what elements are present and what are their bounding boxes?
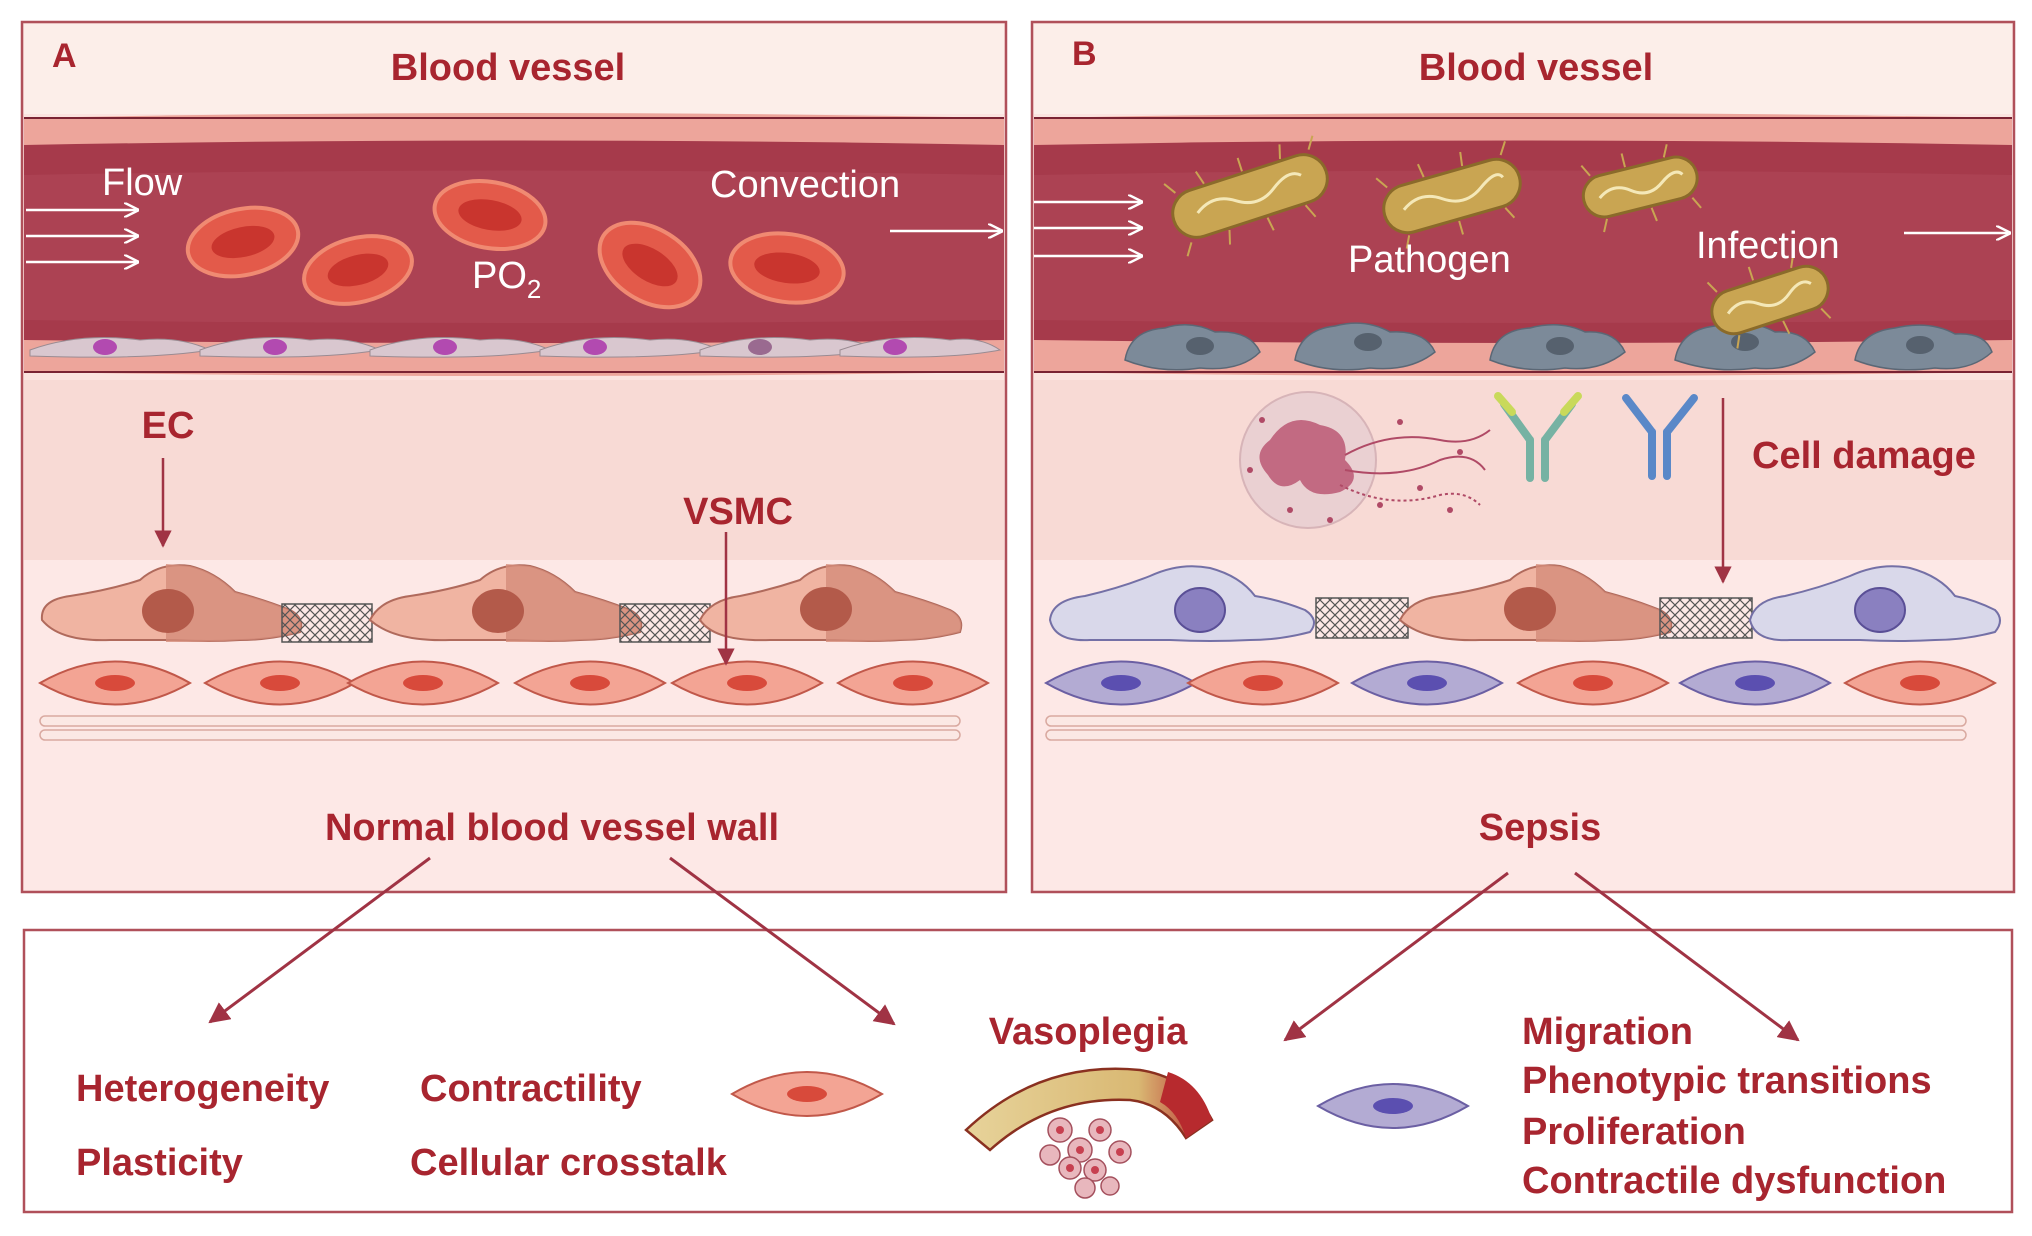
trait-contractile-dysfunction: Contractile dysfunction [1522,1160,1946,1202]
damaged-vsmc-icon [1316,1083,1470,1129]
ec-cell-row-b [1048,564,2001,642]
trait-migration: Migration [1522,1011,1693,1053]
ec-label: EC [142,405,195,447]
vasoplegia-vessel-illustration [964,1067,1214,1199]
convection-label: Convection [710,164,900,206]
flow-arrows-a [26,210,1000,262]
neutrophil-net [1239,391,1491,529]
vsmc-row-a [37,660,991,706]
flow-arrows-b [1034,202,2008,256]
trait-contractility: Contractility [420,1068,642,1110]
damaged-endothelium-b [1124,322,1993,371]
panel-b-caption: Sepsis [1479,807,1602,849]
panel-a: A Blood vessel Flow Convection PO2 EC VS… [20,20,1008,894]
panel-b: B Blood vessel Pathogen Infection Cell d… [1030,20,2016,894]
arrow-sepsis-left [1283,871,1509,1042]
infection-label: Infection [1696,225,1840,267]
trait-cellular-crosstalk: Cellular crosstalk [410,1142,728,1184]
vasoplegia-label: Vasoplegia [989,1011,1188,1053]
vsmc-row-b [1043,660,1998,706]
pathogens [1163,135,1832,349]
endothelial-layer-a [29,337,1002,358]
basement-membrane-a [39,715,961,741]
panel-a-letter: A [52,37,77,75]
pathogen-label: Pathogen [1348,239,1511,281]
arrow-sepsis-right [1574,871,1800,1042]
cell-damage-label: Cell damage [1752,435,1976,477]
red-blood-cells [185,179,846,310]
flow-label: Flow [102,162,183,204]
antibody-icon-green [1494,392,1582,482]
ec-cell-row-a [40,564,963,643]
vsmc-label: VSMC [683,491,793,533]
antibody-icon-blue [1622,394,1698,480]
arrow-normal-left [208,856,431,1024]
basement-membrane-b [1045,715,1967,741]
summary-panel: Heterogeneity Plasticity Contractility C… [22,856,2014,1214]
trait-plasticity: Plasticity [76,1142,243,1184]
panel-a-caption: Normal blood vessel wall [325,807,779,849]
panel-b-letter: B [1072,35,1097,73]
trait-phenotypic-transitions: Phenotypic transitions [1522,1060,1932,1102]
panel-b-title: Blood vessel [1419,47,1653,89]
trait-heterogeneity: Heterogeneity [76,1068,329,1110]
panel-a-title: Blood vessel [391,47,625,89]
trait-proliferation: Proliferation [1522,1111,1746,1153]
po2-label: PO2 [472,255,541,304]
healthy-vsmc-icon [730,1071,884,1117]
arrow-normal-right [669,856,896,1026]
